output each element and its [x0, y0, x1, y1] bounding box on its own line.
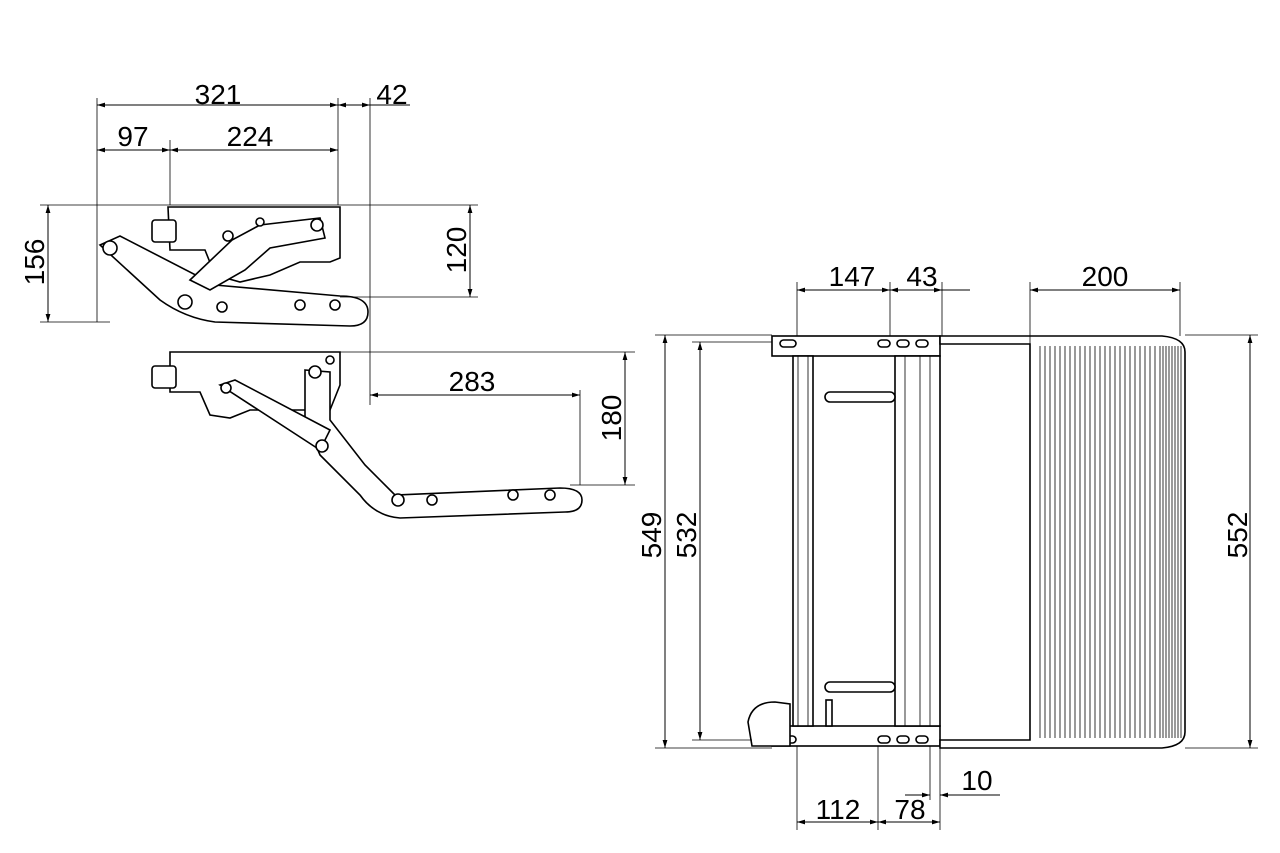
dim-147: 147 [829, 261, 876, 292]
dim-43: 43 [906, 261, 937, 292]
dim-200: 200 [1082, 261, 1129, 292]
dim-10: 10 [961, 765, 992, 796]
dim-156: 156 [19, 239, 50, 286]
dim-120: 120 [441, 227, 472, 274]
dim-180: 180 [596, 395, 627, 442]
top-view [747, 335, 1186, 749]
dim-78: 78 [894, 794, 925, 825]
dimension-labels: 321 42 97 224 156 120 283 180 147 43 200… [19, 79, 1253, 825]
dim-112: 112 [816, 794, 861, 825]
side-view-retracted [98, 206, 369, 327]
dim-321: 321 [195, 79, 242, 110]
dimension-lines [40, 98, 1258, 830]
dim-42: 42 [376, 79, 407, 110]
dim-552: 552 [1222, 512, 1253, 559]
dim-224: 224 [227, 121, 274, 152]
side-view-extended [151, 351, 583, 519]
tread-slats [1039, 346, 1182, 738]
dim-532: 532 [671, 512, 702, 559]
dim-283: 283 [449, 366, 496, 397]
dim-549: 549 [636, 512, 667, 559]
dim-97: 97 [117, 121, 148, 152]
